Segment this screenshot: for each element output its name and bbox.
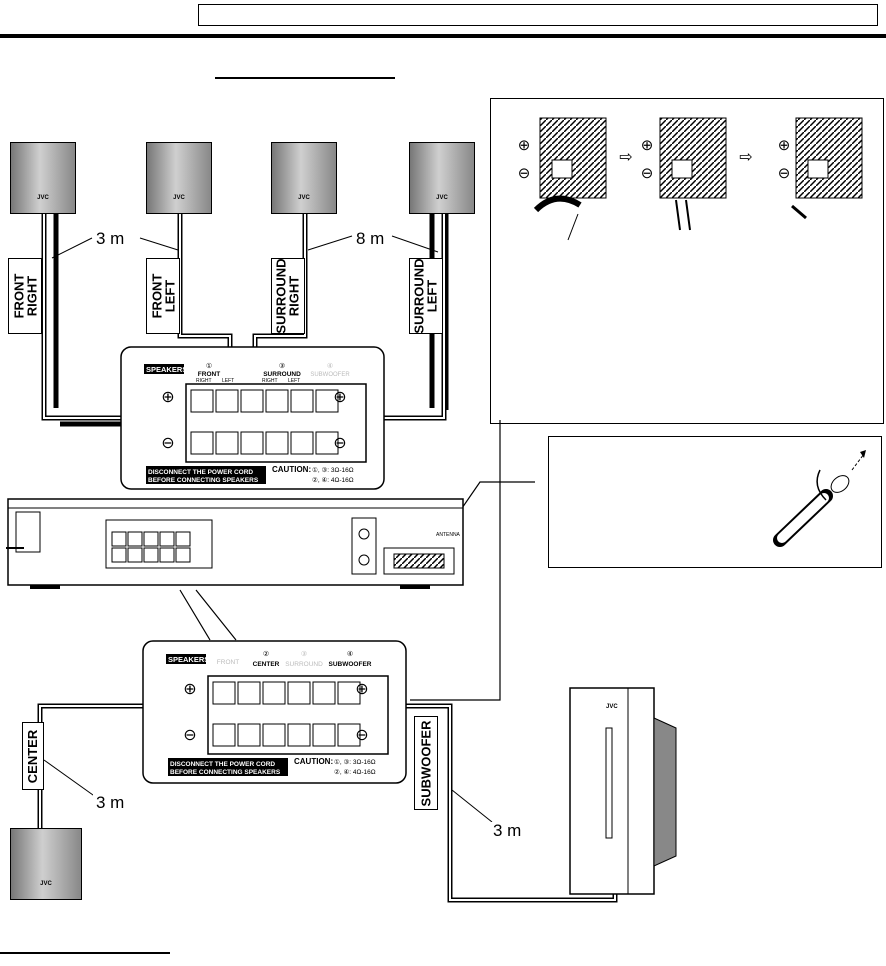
distance-surround: 8 m <box>353 230 388 248</box>
svg-text:SURROUND: SURROUND <box>285 661 323 668</box>
speaker-brand: JVC <box>436 195 448 201</box>
terminal-steps-inset <box>490 98 884 424</box>
distance-front: 3 m <box>93 230 128 248</box>
svg-text:②, ④: 4Ω-16Ω: ②, ④: 4Ω-16Ω <box>334 768 376 776</box>
svg-text:BEFORE CONNECTING SPEAKERS: BEFORE CONNECTING SPEAKERS <box>170 769 281 776</box>
label-subwoofer: SUBWOOFER <box>414 716 438 810</box>
svg-text:⊕: ⊕ <box>355 681 368 698</box>
terminal-steps: ⊕ ⊖ ⇨ ⊕ ⊖ ⇨ ⊕ ⊖ <box>518 117 863 241</box>
svg-text:③: ③ <box>301 650 307 658</box>
upper-speakers-label: SPEAKERS <box>146 365 187 374</box>
svg-text:⇨: ⇨ <box>619 149 632 166</box>
svg-text:FRONT: FRONT <box>198 371 220 378</box>
svg-text:CAUTION:: CAUTION: <box>272 465 311 474</box>
wire-twist-illustration <box>773 450 866 547</box>
svg-text:⇨: ⇨ <box>739 149 752 166</box>
svg-text:⊕: ⊕ <box>183 681 196 698</box>
svg-text:LEFT: LEFT <box>288 378 300 384</box>
svg-text:⊕: ⊕ <box>778 137 791 154</box>
svg-text:②: ② <box>263 650 269 658</box>
svg-text:CAUTION:: CAUTION: <box>294 757 333 766</box>
center-speaker: JVC <box>10 828 82 900</box>
svg-text:SURROUND: SURROUND <box>263 371 301 378</box>
svg-text:⊖: ⊖ <box>183 727 196 744</box>
svg-text:⊖: ⊖ <box>778 165 791 182</box>
svg-text:⊕: ⊕ <box>641 137 654 154</box>
speaker-brand: JVC <box>37 195 49 201</box>
svg-text:DISCONNECT THE POWER CORD: DISCONNECT THE POWER CORD <box>170 761 275 768</box>
svg-text:⊖: ⊖ <box>518 165 531 182</box>
front-left-speaker: JVC <box>146 142 212 214</box>
footnote-rule <box>0 952 170 954</box>
svg-text:①, ③: 3Ω-16Ω: ①, ③: 3Ω-16Ω <box>312 466 354 474</box>
svg-text:⊖: ⊖ <box>333 435 346 452</box>
receiver-rear: ANTENNA <box>6 498 464 589</box>
label-front-right: FRONT RIGHT <box>8 258 42 334</box>
svg-text:DISCONNECT THE POWER CORD: DISCONNECT THE POWER CORD <box>148 469 253 476</box>
label-surround-right: SURROUND RIGHT <box>271 258 305 334</box>
svg-text:①: ① <box>206 362 212 370</box>
svg-text:FRONT: FRONT <box>217 659 239 666</box>
svg-text:⊕: ⊕ <box>333 389 346 406</box>
svg-text:ANTENNA: ANTENNA <box>436 532 461 538</box>
subwoofer: JVC <box>569 687 677 895</box>
label-surround-left: SURROUND LEFT <box>409 258 443 334</box>
svg-text:LEFT: LEFT <box>222 378 234 384</box>
page-title-underline <box>215 77 395 79</box>
label-center: CENTER <box>22 722 44 790</box>
speaker-brand: JVC <box>40 881 52 887</box>
svg-text:SPEAKERS: SPEAKERS <box>168 655 209 664</box>
header-rule <box>0 34 886 38</box>
distance-center: 3 m <box>93 794 128 812</box>
svg-text:SUBWOOFER: SUBWOOFER <box>310 372 350 378</box>
svg-text:⊖: ⊖ <box>355 727 368 744</box>
upper-terminal-panel: ⊕ ⊕ ⊖ ⊖ SPEAKERS ① FRONT RIGHT LEFT ③ SU… <box>120 346 385 490</box>
wire-twist-inset <box>548 436 882 568</box>
distance-leaders <box>43 235 493 823</box>
lower-terminal-panel: ⊕ ⊕ ⊖ ⊖ SPEAKERS FRONT ② CENTER ③ SURROU… <box>142 640 407 784</box>
svg-text:①, ③: 3Ω-16Ω: ①, ③: 3Ω-16Ω <box>334 758 376 766</box>
svg-text:④: ④ <box>327 362 333 370</box>
speaker-brand: JVC <box>298 195 310 201</box>
svg-text:⊕: ⊕ <box>518 137 531 154</box>
svg-text:CENTER: CENTER <box>253 661 280 668</box>
svg-text:BEFORE CONNECTING SPEAKERS: BEFORE CONNECTING SPEAKERS <box>148 477 259 484</box>
svg-text:⊖: ⊖ <box>641 165 654 182</box>
svg-text:SUBWOOFER: SUBWOOFER <box>329 661 372 668</box>
svg-text:JVC: JVC <box>606 704 618 710</box>
svg-text:③: ③ <box>279 362 285 370</box>
distance-subwoofer: 3 m <box>490 822 525 840</box>
svg-text:②, ④: 4Ω-16Ω: ②, ④: 4Ω-16Ω <box>312 476 354 484</box>
svg-text:RIGHT: RIGHT <box>196 378 212 384</box>
svg-text:⊖: ⊖ <box>161 435 174 452</box>
header-box <box>198 4 878 26</box>
surround-right-speaker: JVC <box>271 142 337 214</box>
label-front-left: FRONT LEFT <box>146 258 180 334</box>
svg-text:RIGHT: RIGHT <box>262 378 278 384</box>
front-right-speaker: JVC <box>10 142 76 214</box>
svg-text:⊕: ⊕ <box>161 389 174 406</box>
surround-left-speaker: JVC <box>409 142 475 214</box>
svg-text:④: ④ <box>347 650 353 658</box>
speaker-brand: JVC <box>173 195 185 201</box>
